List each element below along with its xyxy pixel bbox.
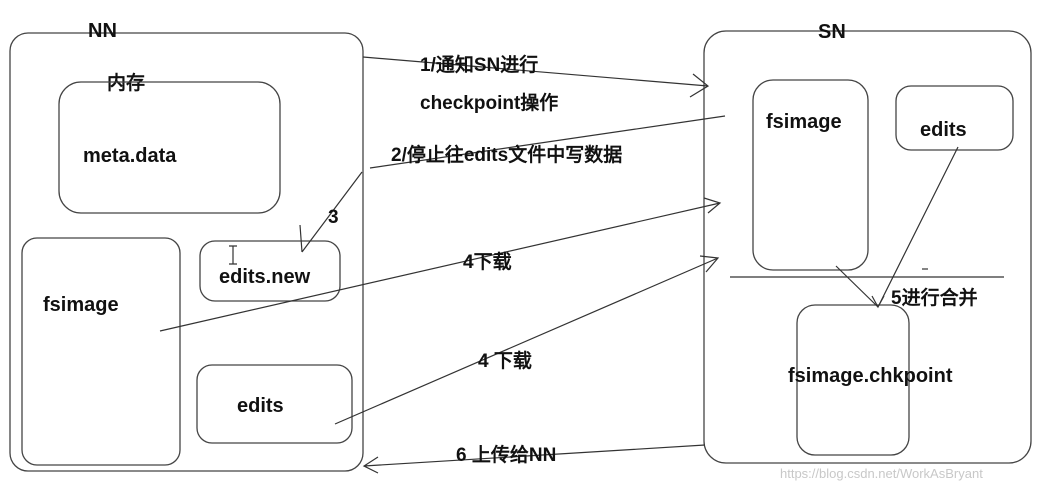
meta-data-box <box>58 81 281 214</box>
step4a-arrow <box>159 197 722 332</box>
sn-edits-label: edits <box>920 119 967 141</box>
step2-label: 2/停止往edits文件中写数据 <box>391 143 622 166</box>
meta-data-label: meta.data <box>83 145 177 167</box>
text-cursor-icon <box>229 245 237 265</box>
step4b-arrow <box>334 255 720 425</box>
step6-label: 6 上传给NN <box>456 443 556 466</box>
step1-line2: checkpoint操作 <box>420 91 558 114</box>
watermark-text: https://blog.csdn.net/WorkAsBryant <box>780 466 983 481</box>
nn-container <box>9 32 364 472</box>
nn-edits-box <box>196 364 353 444</box>
step4a-label: 4下载 <box>463 250 512 273</box>
edits-new-box <box>199 240 341 302</box>
nn-fsimage-label: fsimage <box>43 294 119 316</box>
step3-label: 3 <box>328 207 339 228</box>
step6-arrow <box>362 444 706 474</box>
nn-edits-label: edits <box>237 395 284 417</box>
sn-fsimage-label: fsimage <box>766 111 842 133</box>
step4b-label: 4 下载 <box>478 349 532 372</box>
step5-label: 5进行合并 <box>891 286 978 309</box>
sn-edits-box <box>895 85 1014 151</box>
edits-new-label: edits.new <box>219 266 311 288</box>
step5-edits-arrow <box>871 146 959 309</box>
chkpoint-label: fsimage.chkpoint <box>788 365 953 387</box>
sn-container <box>703 30 1032 464</box>
step2-arrow <box>369 115 726 169</box>
sn-fsimage-box <box>752 79 869 271</box>
step1-line1: 1/通知SN进行 <box>420 53 538 76</box>
chkpoint-box <box>796 304 910 456</box>
nn-title: NN <box>88 20 117 42</box>
nn-fsimage-box <box>21 237 181 466</box>
step5-fsimage-arrow <box>835 265 879 308</box>
step1-arrow <box>362 56 710 98</box>
step3-arrow <box>299 171 363 253</box>
sn-title: SN <box>818 21 846 43</box>
